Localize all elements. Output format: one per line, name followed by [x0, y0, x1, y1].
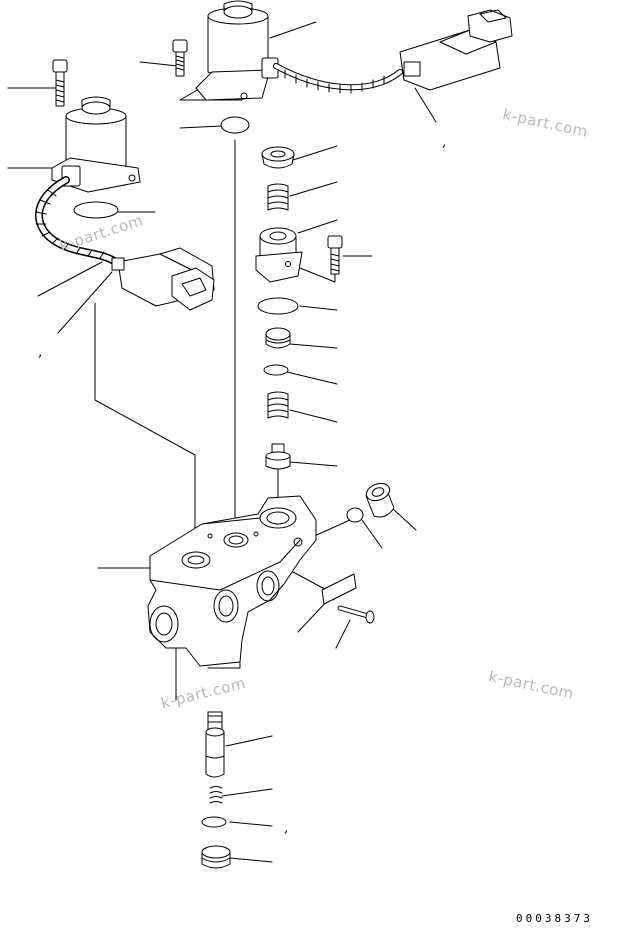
o-ring-top: [220, 116, 250, 134]
o-ring-bottom: [201, 816, 227, 828]
plug-mid: [265, 327, 291, 349]
comma-mark-3: ,: [284, 820, 289, 836]
comma-mark-1: ,: [442, 134, 447, 150]
spring-bottom: [209, 786, 223, 804]
bolt-cap: [327, 235, 343, 275]
valve-cap-flange: [255, 227, 303, 283]
connector-upper: [399, 9, 513, 91]
bolt-left-solenoid: [52, 59, 68, 107]
o-ring-small: [263, 364, 289, 376]
valve-spool-upper: [265, 443, 291, 470]
bolt-upper-solenoid: [172, 39, 188, 77]
valve-body: [147, 495, 317, 667]
bracket-plate: [321, 573, 357, 605]
leader-lines: [7, 21, 437, 863]
spring-lower: [267, 391, 289, 419]
valve-spool-lower: [205, 711, 225, 778]
bolt-bracket: [337, 605, 375, 624]
o-ring-right: [346, 507, 364, 523]
o-ring-mid: [257, 297, 299, 315]
wire-harness-left: [35, 176, 120, 266]
comma-mark-2: ,: [38, 344, 43, 360]
connector-left: [111, 247, 215, 311]
solenoid-valve-left: [51, 96, 141, 193]
solenoid-valve-upper: [195, 0, 279, 101]
o-ring-left-solenoid: [73, 201, 119, 219]
wire-harness-upper: [273, 63, 403, 94]
nut: [261, 146, 295, 169]
plug-right: [365, 482, 395, 518]
document-number: 00038373: [516, 912, 593, 925]
spring-upper: [267, 183, 289, 211]
plug-bottom: [201, 845, 231, 869]
